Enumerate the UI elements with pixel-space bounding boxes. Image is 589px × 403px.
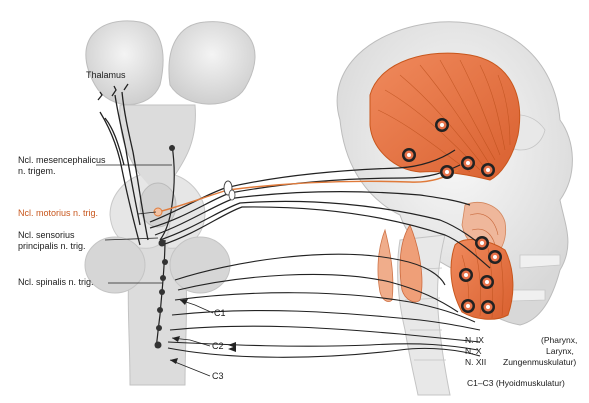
receptor-icon bbox=[461, 156, 475, 170]
receptor-icon bbox=[461, 299, 475, 313]
label-pharynx: (Pharynx, bbox=[541, 335, 577, 345]
label-n-x: N. X bbox=[465, 346, 482, 356]
label-spinalis: Ncl. spinalis n. trig. bbox=[18, 277, 94, 287]
receptor-icon bbox=[440, 165, 454, 179]
trigeminal-ganglion bbox=[224, 181, 235, 200]
receptor-icon bbox=[488, 250, 502, 264]
receptor-icon bbox=[435, 118, 449, 132]
receptor-icon bbox=[481, 300, 495, 314]
label-zungenmuskulatur: Zungenmuskulatur) bbox=[503, 357, 576, 367]
label-mesencephalicus-line1: Ncl. mesencephalicus bbox=[18, 155, 106, 165]
label-thalamus: Thalamus bbox=[86, 70, 126, 80]
receptor-icon bbox=[402, 148, 416, 162]
brain-hemispheres bbox=[86, 21, 255, 105]
label-mesencephalicus-line2: n. trigem. bbox=[18, 166, 56, 176]
label-c1: C1 bbox=[214, 308, 226, 318]
label-sensorius-line2: principalis n. trig. bbox=[18, 241, 86, 251]
label-n-ix: N. IX bbox=[465, 335, 484, 345]
label-sensorius-line1: Ncl. sensorius bbox=[18, 230, 75, 240]
receptor-icon bbox=[480, 275, 494, 289]
receptor-icon bbox=[481, 163, 495, 177]
label-motorius: Ncl. motorius n. trig. bbox=[18, 208, 98, 218]
label-n-xii: N. XII bbox=[465, 357, 486, 367]
label-c2: C2 bbox=[212, 341, 224, 351]
label-c3: C3 bbox=[212, 371, 224, 381]
label-larynx: Larynx, bbox=[546, 346, 574, 356]
label-c1-c3-hyoid: C1–C3 (Hyoidmuskulatur) bbox=[467, 378, 565, 388]
receptor-icon bbox=[475, 236, 489, 250]
receptor-icon bbox=[459, 268, 473, 282]
temporalis-muscle bbox=[370, 53, 520, 180]
